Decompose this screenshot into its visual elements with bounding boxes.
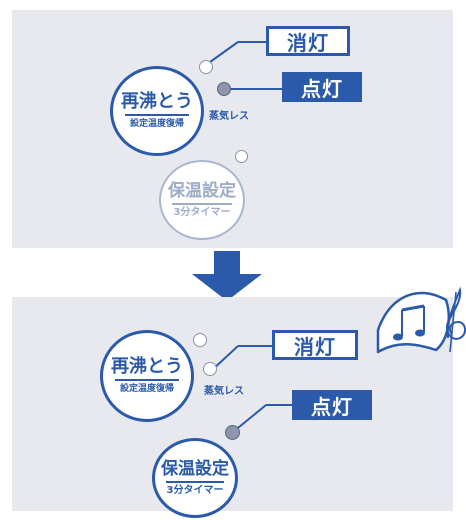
bottom-reboil-divider [115,379,179,381]
top-off-callout: 消灯 [266,26,350,56]
top-keepwarm-divider [172,203,232,205]
top-reboil-title: 再沸とう [121,91,193,112]
top-reboil-divider [125,114,189,116]
top-reboil-button[interactable]: 再沸とう 設定温度復帰 [110,66,204,156]
top-steamless-label: 蒸気レス [209,111,249,122]
bottom-reboil-button[interactable]: 再沸とう 設定温度復帰 [100,330,194,422]
bottom-keepwarm-subtitle: 3分タイマー [166,485,224,496]
music-note-icon [376,291,450,354]
bottom-keepwarm-lamp-lit [225,425,240,440]
top-lamp-lit [217,82,231,96]
bottom-on-label: 点灯 [311,394,353,419]
bottom-keepwarm-divider [166,481,224,483]
top-reboil-subtitle: 設定温度復帰 [129,119,184,129]
top-keepwarm-lamp [235,150,248,163]
bottom-reboil-title: 再沸とう [111,356,183,377]
treble-clef-icon [446,286,466,353]
bottom-off-label: 消灯 [294,334,336,359]
bottom-off-callout: 消灯 [272,330,358,360]
bottom-on-callout: 点灯 [292,390,372,420]
top-off-label: 消灯 [287,30,329,55]
bottom-steamless-label: 蒸気レス [204,386,244,397]
bottom-reboil-subtitle: 設定温度復帰 [119,384,174,394]
top-on-label: 点灯 [301,76,343,101]
bottom-keepwarm-title: 保温設定 [161,459,229,479]
bottom-lamp-unlit [203,362,217,376]
bottom-lamp-unlit-top [193,333,207,347]
top-lamp-unlit [199,60,213,74]
bottom-keepwarm-button[interactable]: 保温設定 3分タイマー [152,438,238,518]
top-on-callout: 点灯 [282,72,362,102]
top-keepwarm-button[interactable]: 保温設定 3分タイマー [159,160,245,240]
top-keepwarm-subtitle: 3分タイマー [173,207,231,218]
top-keepwarm-title: 保温設定 [168,181,236,201]
